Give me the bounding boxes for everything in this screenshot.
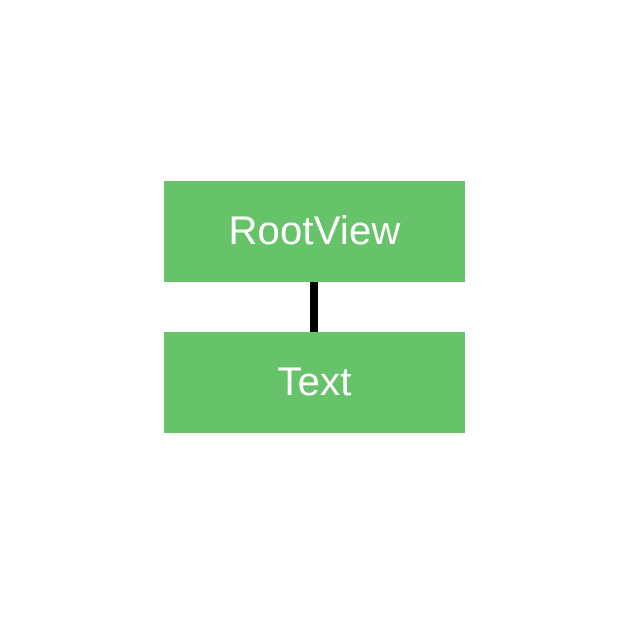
node-text: Text (164, 332, 465, 433)
node-root-view: RootView (164, 181, 465, 282)
node-text-label: Text (277, 360, 352, 404)
edge-root-to-text (310, 282, 318, 332)
node-root-view-label: RootView (228, 209, 401, 253)
